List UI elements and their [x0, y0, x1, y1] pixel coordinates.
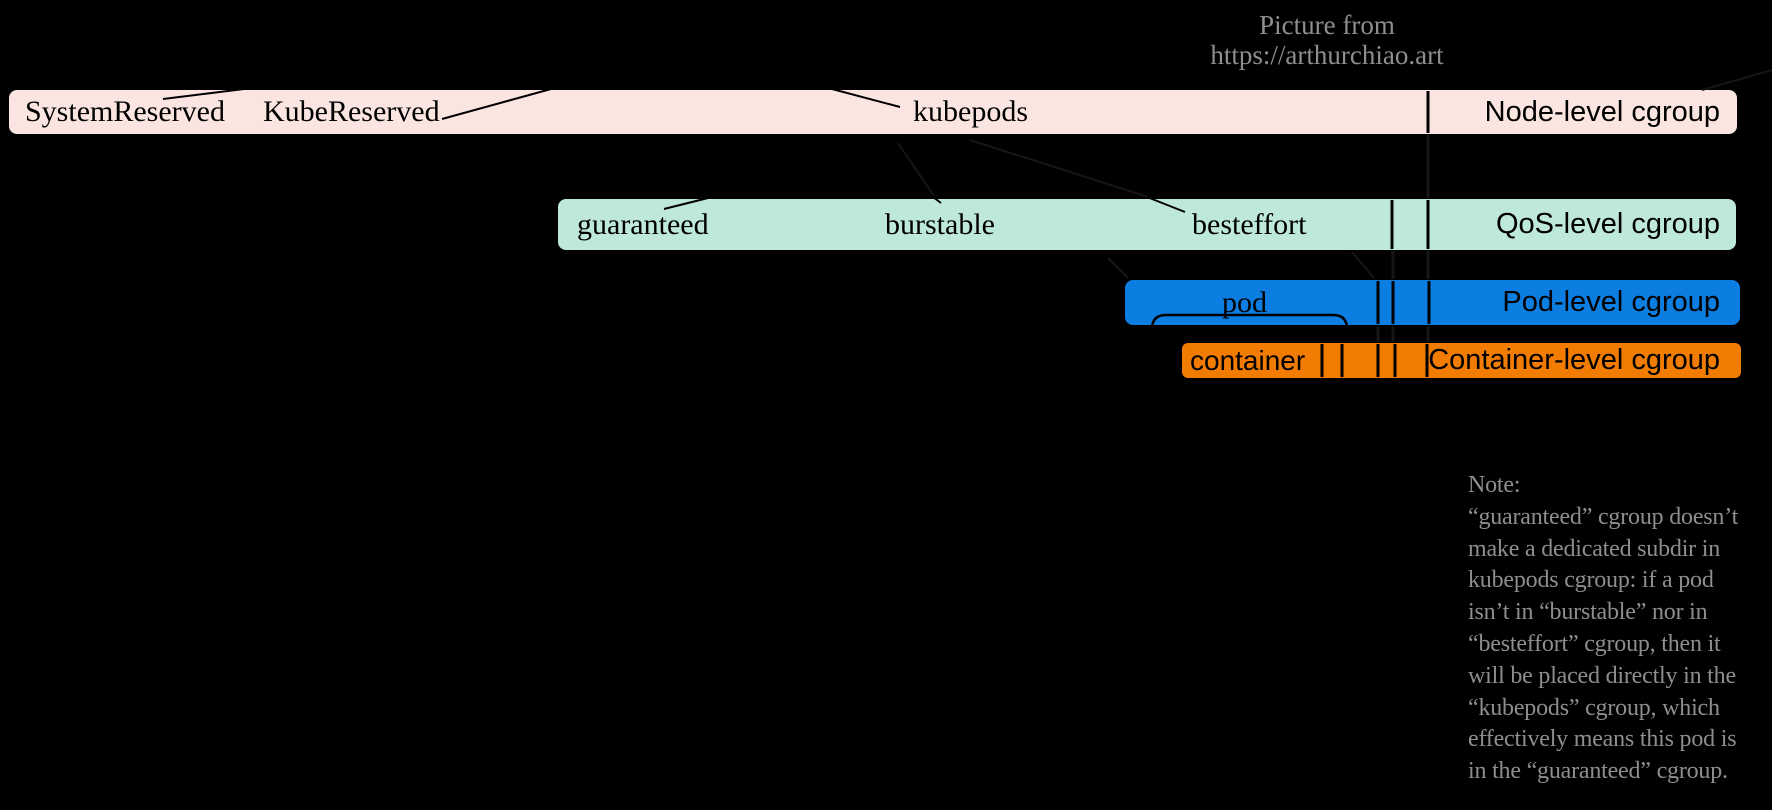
label-kubepods: kubepods — [913, 95, 1028, 128]
gap-leader-line — [1701, 69, 1772, 91]
label-guaranteed: guaranteed — [577, 207, 709, 241]
level-label-container: Container-level cgroup — [1428, 344, 1720, 376]
note-text: Note: “guaranteed” cgroup doesn’t make a… — [1468, 472, 1739, 785]
level-label-node: Node-level cgroup — [1484, 95, 1720, 128]
label-pod: pod — [1222, 285, 1267, 319]
credit-text: Picture from https://arthurchiao.art — [1107, 10, 1547, 70]
gap-leader-line — [1351, 251, 1375, 279]
gap-leader-line — [897, 142, 935, 197]
level-label-qos: QoS-level cgroup — [1495, 208, 1720, 240]
label-besteffort: besteffort — [1192, 207, 1307, 241]
label-system-reserved: SystemReserved — [25, 95, 225, 128]
credit-line-1: Picture from — [1259, 10, 1395, 40]
label-kube-reserved: KubeReserved — [263, 95, 440, 128]
gap-leader-line — [1107, 257, 1129, 279]
credit-line-2: https://arthurchiao.art — [1210, 40, 1444, 70]
gap-leader-line — [969, 139, 1149, 198]
container-level-cgroup-bar — [1182, 343, 1741, 378]
label-burstable: burstable — [885, 207, 995, 241]
label-container: container — [1190, 344, 1306, 376]
level-label-pod: Pod-level cgroup — [1502, 286, 1720, 318]
